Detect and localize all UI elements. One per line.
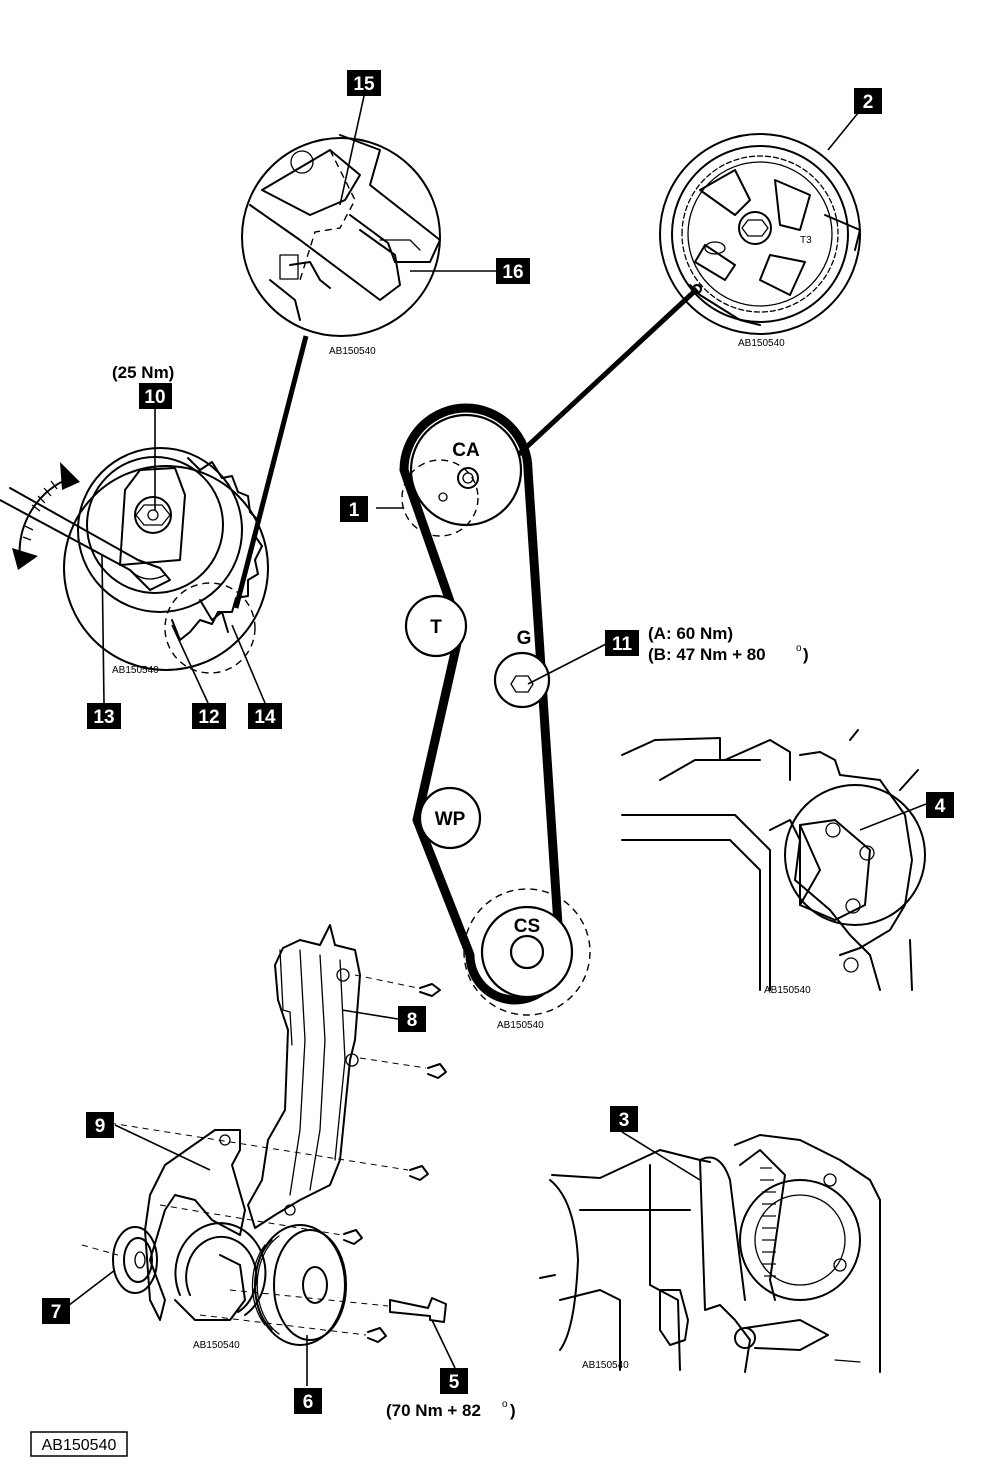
svg-text:6: 6 (303, 1392, 314, 1413)
svg-text:11: 11 (612, 634, 633, 655)
svg-text:3: 3 (619, 1110, 630, 1131)
svg-text:12: 12 (198, 707, 219, 728)
svg-text:): ) (803, 645, 809, 664)
tensioner-bolt-torque: (25 Nm) (112, 363, 174, 382)
callout-5: 5 (440, 1368, 468, 1394)
svg-text:(70 Nm + 82: (70 Nm + 82 (386, 1401, 481, 1420)
crankshaft-pulley-label: CS (514, 916, 540, 937)
callout-15: 15 (347, 70, 381, 96)
callout-10: 10 (139, 383, 172, 409)
leader-lines (59, 95, 927, 1386)
cover-bolts (343, 983, 447, 1343)
main-ref-code: AB150540 (30, 1431, 128, 1457)
ref-code-covers: AB150540 (193, 1340, 240, 1351)
svg-text:o: o (502, 1399, 508, 1410)
ref-code-belt: AB150540 (497, 1020, 544, 1031)
callout-3: 3 (610, 1106, 638, 1132)
ref-code-detail-15: AB150540 (329, 346, 376, 357)
guide-pulley-torque-a: (A: 60 Nm) (648, 624, 733, 643)
belt-routing (399, 403, 591, 1016)
callout-11: 11 (605, 630, 639, 656)
svg-text:1: 1 (349, 500, 360, 521)
guide-pulley-torque-b: (B: 47 Nm + 80 o ) (648, 643, 809, 664)
svg-text:4: 4 (935, 796, 946, 817)
tensioner-detail (0, 447, 269, 674)
tensioner-pulley-label: T (430, 617, 442, 638)
svg-text:10: 10 (144, 387, 165, 408)
ref-code-detail-4: AB150540 (764, 985, 811, 996)
ref-code-detail-3: AB150540 (582, 1360, 629, 1371)
callout-8: 8 (398, 1006, 426, 1032)
svg-text:(B: 47 Nm + 80: (B: 47 Nm + 80 (648, 645, 766, 664)
svg-text:): ) (510, 1401, 516, 1420)
crankshaft-timing-detail (621, 729, 926, 991)
callout-16: 16 (496, 258, 530, 284)
camshaft-pulley-label: CA (452, 440, 480, 461)
callout-2: 2 (854, 88, 882, 114)
svg-text:9: 9 (95, 1116, 106, 1137)
ref-code-tensioner: AB150540 (112, 665, 159, 676)
callout-1: 1 (340, 496, 368, 522)
water-pump-pulley-label: WP (435, 809, 466, 830)
callout-9: 9 (86, 1112, 114, 1138)
crank-sensor-detail (539, 1134, 881, 1373)
svg-text:5: 5 (449, 1372, 460, 1393)
svg-text:o: o (796, 643, 802, 654)
svg-text:8: 8 (407, 1010, 418, 1031)
crank-bolt-torque: (70 Nm + 82 o ) (386, 1399, 516, 1420)
camshaft-sprocket-detail: T3 (659, 133, 861, 335)
callout-7: 7 (42, 1298, 70, 1324)
callout-4: 4 (926, 792, 954, 818)
callout-13: 13 (87, 703, 121, 729)
svg-text:14: 14 (254, 707, 276, 728)
svg-text:AB150540: AB150540 (42, 1437, 117, 1454)
ref-code-detail-2: AB150540 (738, 338, 785, 349)
svg-text:2: 2 (863, 92, 874, 113)
timing-covers-exploded (81, 924, 447, 1346)
cam-timing-mark: T3 (800, 235, 812, 246)
guide-pulley-label: G (517, 628, 532, 649)
tensioner-pointer-detail (241, 134, 441, 337)
svg-text:13: 13 (93, 707, 114, 728)
svg-text:15: 15 (353, 74, 375, 95)
callout-6: 6 (294, 1388, 322, 1414)
callout-14: 14 (248, 703, 282, 729)
svg-text:7: 7 (51, 1302, 62, 1323)
svg-text:16: 16 (502, 262, 523, 283)
callout-12: 12 (192, 703, 226, 729)
